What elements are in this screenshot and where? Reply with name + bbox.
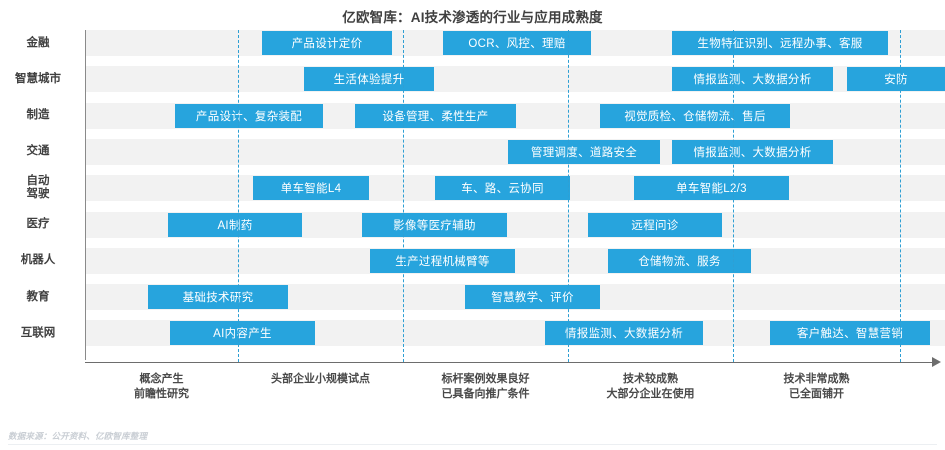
application-bar[interactable]: 远程问诊 [588, 212, 722, 237]
stage-label-4: 技术非常成熟 已全面铺开 [783, 373, 850, 400]
application-bar[interactable]: OCR、风控、理赔 [443, 31, 591, 55]
row-label-0: 金融 [26, 36, 50, 49]
plot-area: 金融 产品设计定价 OCR、风控、理赔 生物特征识别、远程办事、客服智慧城市 生活体验提… [0, 30, 945, 360]
application-bar[interactable]: AI内容产生 [170, 321, 315, 346]
application-bar[interactable]: 设备管理、柔性生产 [355, 103, 516, 128]
application-bar[interactable]: 单车智能L4 [253, 176, 369, 201]
stage-label-2: 标杆案例效果良好 已具备向推广条件 [441, 373, 530, 400]
application-bar[interactable]: 视觉质检、仓储物流、售后 [600, 103, 790, 128]
application-bar[interactable]: 基础技术研究 [148, 285, 288, 310]
chart-row: 医疗 AI制药 影像等医疗辅助 远程问诊 [0, 211, 945, 238]
application-bar[interactable]: 情报监测、大数据分析 [545, 321, 703, 346]
application-bar[interactable]: 客户触达、智慧营销 [770, 321, 930, 346]
footer-divider [8, 444, 937, 445]
application-bar[interactable]: 车、路、云协同 [435, 176, 570, 201]
chart-row: 智慧城市 生活体验提升 情报监测、大数据分析安防 [0, 66, 945, 93]
stage-label-3: 技术较成熟 大部分企业在使用 [606, 373, 695, 400]
application-bar[interactable]: 情报监测、大数据分析 [672, 139, 833, 164]
row-label-7: 教育 [26, 290, 50, 303]
application-bar[interactable]: 生产过程机械臂等 [370, 248, 515, 273]
application-bar[interactable]: 安防 [847, 67, 945, 92]
row-label-4: 自动 驾驶 [26, 175, 50, 201]
chart-row: 制造 产品设计、复杂装配 设备管理、柔性生产 视觉质检、仓储物流、售后 [0, 102, 945, 129]
stage-divider-0 [238, 30, 239, 362]
application-bar[interactable]: AI制药 [168, 212, 302, 237]
application-bar[interactable]: 管理调度、道路安全 [508, 139, 660, 164]
chart-row: 自动 驾驶 单车智能L4 车、路、云协同 单车智能L2/3 [0, 175, 945, 202]
row-background-band [85, 247, 945, 274]
application-bar[interactable]: 生活体验提升 [304, 67, 434, 92]
chart-row: 金融 产品设计定价 OCR、风控、理赔 生物特征识别、远程办事、客服 [0, 30, 945, 56]
chart-row: 交通 管理调度、道路安全情报监测、大数据分析 [0, 138, 945, 165]
application-bar[interactable]: 情报监测、大数据分析 [672, 67, 833, 92]
stage-divider-1 [403, 30, 404, 362]
x-axis-arrow-icon [932, 357, 941, 367]
stage-divider-4 [900, 30, 901, 362]
application-bar[interactable]: 产品设计定价 [262, 31, 392, 55]
chart-row: 机器人 生产过程机械臂等 仓储物流、服务 [0, 247, 945, 274]
stage-label-1: 头部企业小规模试点 [271, 373, 370, 385]
chart-row: 教育 基础技术研究 智慧教学、评价 [0, 284, 945, 311]
stage-divider-3 [733, 30, 734, 362]
x-axis-line [85, 362, 935, 363]
application-bar[interactable]: 智慧教学、评价 [465, 285, 600, 310]
row-label-3: 交通 [26, 145, 50, 158]
application-bar[interactable]: 生物特征识别、远程办事、客服 [672, 31, 888, 55]
chart-row: 互联网 AI内容产生 情报监测、大数据分析 客户触达、智慧营销 [0, 320, 945, 347]
row-label-8: 互联网 [20, 326, 56, 339]
row-label-5: 医疗 [26, 218, 50, 230]
row-label-6: 机器人 [20, 254, 56, 267]
application-bar[interactable]: 单车智能L2/3 [634, 176, 789, 201]
y-axis-line [85, 30, 86, 360]
stage-label-0: 概念产生 前瞻性研究 [134, 373, 189, 400]
row-label-2: 制造 [26, 109, 50, 122]
chart-title: 亿欧智库：AI技术渗透的行业与应用成熟度 [342, 10, 603, 25]
source-note: 数据来源：公开资料、亿欧智库整理 [8, 431, 148, 441]
application-bar[interactable]: 产品设计、复杂装配 [175, 103, 323, 128]
application-bar[interactable]: 影像等医疗辅助 [362, 212, 507, 237]
application-bar[interactable]: 仓储物流、服务 [608, 248, 751, 273]
row-label-1: 智慧城市 [15, 72, 61, 85]
stage-divider-2 [568, 30, 569, 362]
